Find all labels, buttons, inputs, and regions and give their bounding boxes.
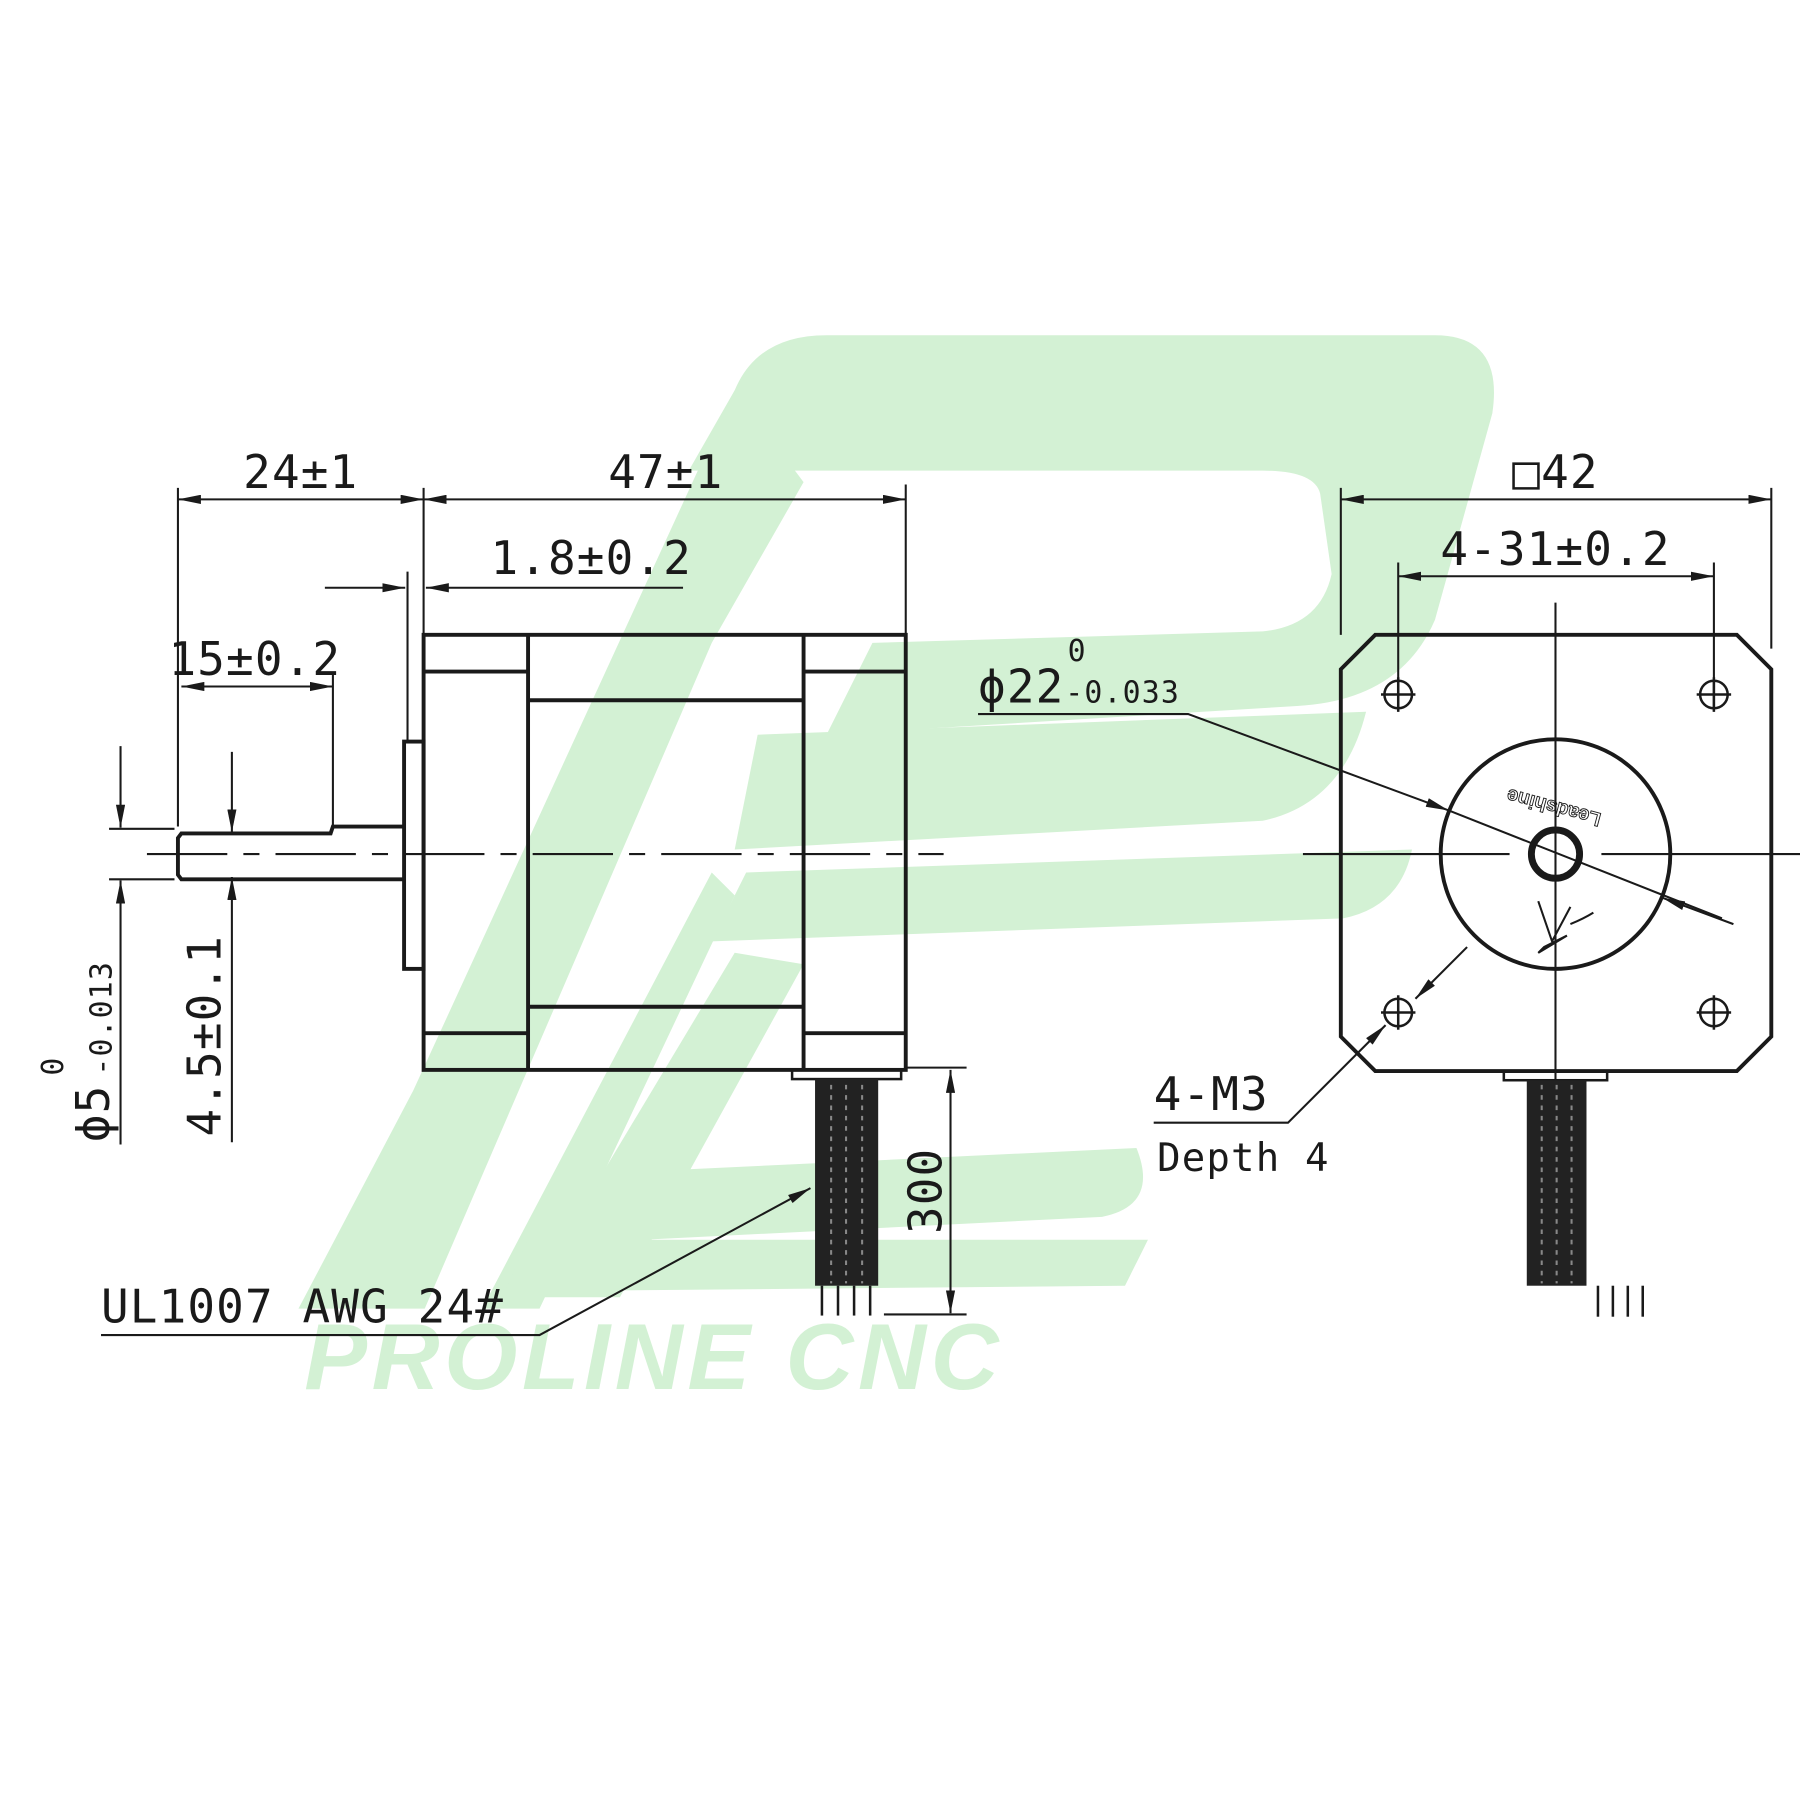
wire-spec-label: UL1007 AWG 24# [101,1279,504,1333]
boss-diameter-upper-tol: 0 [1068,634,1087,669]
shaft-diameter-label: ϕ5 [66,1085,120,1143]
shaft-diameter-lower-tol: -0.013 [84,961,119,1076]
mount-holes-label: 4-M3 [1154,1067,1269,1121]
boss-diameter-label: ϕ22 [978,660,1064,714]
shaft-length-label: 24±1 [243,445,358,499]
watermark-logo: PROLINE CNC [298,335,1494,1409]
frame-size-label: □42 [1512,445,1598,499]
brand-label: Leadshine [1504,784,1603,830]
front-view: □42 4-31±0.2 Leadshine ϕ22 0 -0.033 4-M3… [978,445,1800,1317]
lead-length-label: 300 [898,1148,952,1234]
flange-thickness-label: 1.8±0.2 [490,531,692,585]
flat-depth-label: 4.5±0.1 [177,935,231,1137]
hole-spacing-label: 4-31±0.2 [1440,522,1670,576]
mount-hole-icons [1380,677,1732,1030]
side-view: 24±1 47±1 1.8±0.2 15±0.2 ϕ5 0 -0.013 4.5… [36,445,967,1337]
flat-length-label: 15±0.2 [168,632,341,686]
hole-depth-label: Depth 4 [1157,1136,1329,1181]
watermark-text: PROLINE CNC [304,1304,1003,1409]
boss-diameter-lower-tol: -0.033 [1065,676,1180,711]
body-length-label: 47±1 [608,445,723,499]
shaft-diameter-upper-tol: 0 [36,1057,71,1076]
brand-logo-icon [1537,900,1594,954]
